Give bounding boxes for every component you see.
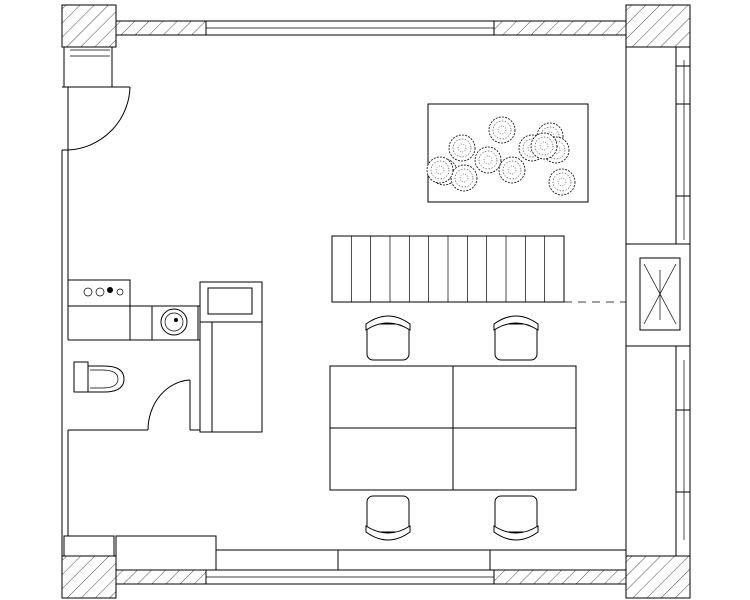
sink-icon (160, 308, 188, 336)
door-swing-icon (147, 379, 191, 431)
cooktop (207, 287, 253, 315)
dining-table (329, 365, 577, 491)
shrub-icon (448, 134, 476, 162)
sink-icon (83, 287, 124, 297)
chair (365, 315, 411, 361)
shrub-icon (426, 156, 454, 184)
shrub-icon (450, 164, 478, 192)
fireplace (625, 243, 691, 347)
window-left-bottom (63, 535, 115, 557)
top-wall-hatched-left (115, 20, 207, 36)
window-left-top (63, 46, 113, 88)
chair (493, 315, 539, 361)
shrub-icon (488, 116, 516, 144)
washbasin-counter (151, 305, 199, 341)
right-wall (625, 47, 691, 556)
top-wall-hatched-right (493, 20, 627, 36)
bottom-wall-hatched-right (493, 569, 627, 585)
chair (365, 495, 411, 541)
shrub-icon (474, 146, 502, 174)
bathroom-vanity (67, 279, 131, 307)
fireplace-icon (639, 257, 681, 331)
bottom-wall-hatched-left (115, 569, 207, 585)
corner-column-tl (61, 4, 117, 48)
toilet-icon (73, 361, 125, 393)
bathroom (68, 282, 201, 431)
corner-column-tr (625, 4, 691, 48)
bottom-bench (115, 535, 626, 571)
staircase (331, 235, 626, 303)
corner-column-br (625, 555, 691, 599)
left-wall (61, 46, 131, 557)
shrub-icon (530, 132, 558, 160)
planter (426, 103, 589, 203)
door-swing-icon (62, 86, 131, 151)
shrub-icon (548, 168, 576, 196)
corner-column-bl (61, 555, 117, 599)
kitchen-counter (199, 281, 263, 433)
chair (493, 495, 539, 541)
shrub-icon (498, 156, 526, 184)
